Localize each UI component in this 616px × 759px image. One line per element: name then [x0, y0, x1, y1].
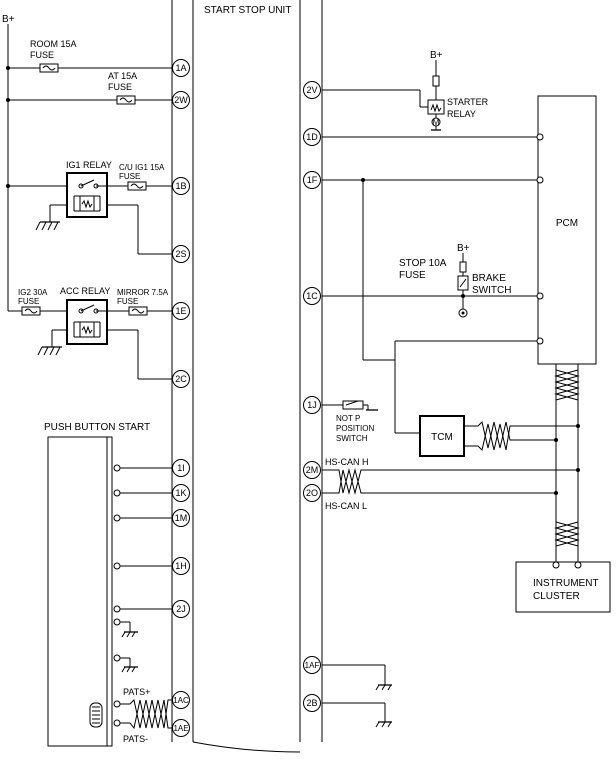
room-fuse-label-2: FUSE: [30, 50, 54, 60]
pin-label-1M: 1M: [175, 513, 188, 523]
pin-label-2J: 2J: [176, 604, 186, 614]
pin-label-1E: 1E: [175, 306, 186, 316]
right-pins: 2V 1D 1F 1C 1J 2M 2O 1AF 2B: [303, 81, 321, 712]
left-power-section: B+ ROOM 15A FUSE AT 15A FUSE IG1 RELAY: [2, 14, 172, 380]
brake-switch-label: BRAKE: [472, 273, 506, 284]
pcm-box: [537, 95, 597, 365]
left-pins: 1A 2W 1B 2S 1E 2C 1I 1K 1M 1H 2J 1AC 1AE: [172, 59, 190, 737]
pin-label-1F: 1F: [307, 175, 318, 185]
pin-1H: [172, 557, 190, 575]
pin-1M: [172, 509, 190, 527]
pcm-label: PCM: [556, 218, 578, 229]
cu-ig1-fuse-label-2: FUSE: [119, 172, 140, 181]
at-fuse-label: AT 15A: [108, 71, 137, 81]
instrument-cluster-label-2: CLUSTER: [533, 591, 580, 602]
pin-label-1J: 1J: [307, 400, 317, 410]
pin-2J: [172, 600, 190, 618]
start-stop-unit: START STOP UNIT: [171, 0, 323, 753]
not-p-label: NOT P: [336, 414, 360, 423]
pats-plus-label: PATS+: [123, 687, 150, 697]
unit-title: START STOP UNIT: [204, 5, 291, 16]
pin-1A: [172, 59, 190, 77]
pin-label-1A: 1A: [175, 63, 186, 73]
pin-label-1AC: 1AC: [173, 696, 189, 705]
pin-label-1D: 1D: [306, 132, 318, 142]
starter-fuse-icon: [432, 75, 440, 87]
pin-2M: [303, 461, 321, 479]
pin-1I: [172, 459, 190, 477]
pin-1J: [303, 396, 321, 414]
stop-fuse-label: STOP 10A: [399, 258, 447, 269]
instrument-cluster-label: INSTRUMENT: [533, 578, 599, 589]
pin-2W: [172, 91, 190, 109]
pin-1B: [172, 177, 190, 195]
b-plus-label-brake: B+: [457, 243, 470, 254]
pin-1AF: [303, 656, 321, 674]
b-plus-label-left: B+: [2, 14, 15, 25]
not-p-label-2: POSITION: [336, 424, 374, 433]
pin-label-1I: 1I: [177, 463, 185, 473]
pin-label-2M: 2M: [306, 465, 319, 475]
mirror-fuse-label-2: FUSE: [117, 297, 138, 306]
pin-label-1AE: 1AE: [173, 724, 188, 733]
pin-1E: [172, 302, 190, 320]
cu-ig1-fuse-label: C/U IG1 15A: [119, 163, 165, 172]
hs-can-l-label: HS-CAN L: [325, 501, 367, 511]
starter-relay-label-2: RELAY: [447, 109, 476, 119]
motor-symbol: M: [433, 118, 440, 127]
pin-1F: [303, 171, 321, 189]
hs-can-h-label: HS-CAN H: [325, 457, 369, 467]
pin-label-2B: 2B: [306, 698, 317, 708]
pin-label-2C: 2C: [175, 374, 187, 384]
pin-1C: [303, 287, 321, 305]
acc-relay-label: ACC RELAY: [60, 286, 110, 296]
brake-switch-label-2: SWITCH: [472, 285, 511, 296]
stop-fuse-label-2: FUSE: [399, 270, 426, 281]
pin-1K: [172, 484, 190, 502]
pats-minus-label: PATS-: [123, 734, 148, 744]
pin-2V: [303, 81, 321, 99]
stop-fuse-icon: [459, 261, 467, 273]
pin-label-1B: 1B: [175, 181, 186, 191]
tcm-label: TCM: [431, 432, 453, 443]
pin-label-1AF: 1AF: [305, 661, 320, 670]
pin-label-2O: 2O: [306, 488, 318, 498]
pin-2C: [172, 370, 190, 388]
pin-2S: [172, 245, 190, 263]
tcm-box: [419, 415, 465, 457]
at-fuse-label-2: FUSE: [108, 82, 132, 92]
ig2-fuse-label: IG2 30A: [18, 288, 48, 297]
pin-label-2V: 2V: [306, 85, 317, 95]
starter-relay-label: STARTER: [447, 97, 489, 107]
instrument-cluster-box: [515, 561, 611, 613]
not-p-label-3: SWITCH: [336, 434, 368, 443]
pin-label-1C: 1C: [306, 291, 318, 301]
right-section: B+ M STARTER RELAY PCM B+: [322, 50, 611, 728]
ig2-fuse-label-2: FUSE: [18, 297, 39, 306]
pin-2B: [303, 694, 321, 712]
ig1-relay-label: IG1 RELAY: [66, 160, 112, 170]
pin-label-2S: 2S: [175, 249, 186, 259]
push-button-start-label: PUSH BUTTON START: [44, 422, 150, 433]
room-fuse-label: ROOM 15A: [30, 39, 77, 49]
pin-label-1K: 1K: [175, 488, 186, 498]
pin-label-2W: 2W: [174, 95, 188, 105]
pin-1AC: [172, 691, 190, 709]
mirror-fuse-label: MIRROR 7.5A: [117, 288, 169, 297]
b-plus-label-starter: B+: [430, 50, 443, 61]
pin-label-1H: 1H: [175, 561, 187, 571]
pin-1AE: [172, 719, 190, 737]
pin-1D: [303, 128, 321, 146]
pin-2O: [303, 484, 321, 502]
push-button-start: PUSH BUTTON START PATS+ PATS-: [44, 422, 172, 747]
